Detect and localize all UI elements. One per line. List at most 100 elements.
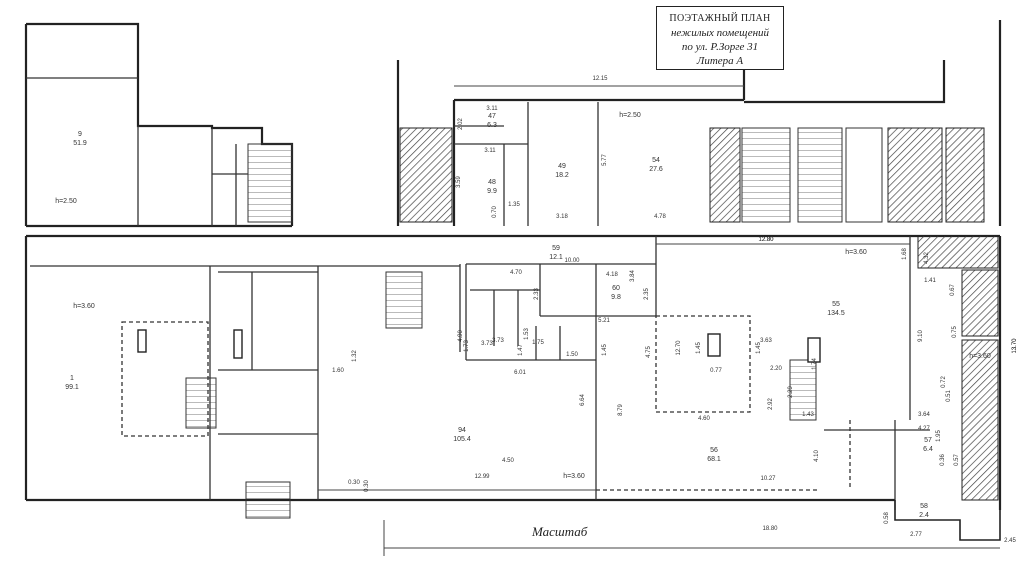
ceiling-height-label: h=3.60 [73, 303, 95, 310]
dimension-label: 2.33 [534, 288, 540, 300]
ceiling-height-label: h=3.60 [563, 473, 585, 480]
dimension-label: 0.57 [954, 454, 960, 466]
dimension-label: 2.77 [910, 532, 922, 538]
dimension-label: 1.95 [936, 430, 942, 442]
room-area: 99.1 [65, 384, 79, 391]
room-area: 6.4 [923, 446, 933, 453]
room-number: 1 [70, 375, 74, 382]
title-line-1: ПОЭТАЖНЫЙ ПЛАН [669, 13, 771, 24]
room-area: 6.3 [487, 122, 497, 129]
dimension-label: 5.21 [598, 318, 610, 324]
dimension-label: 1.74 [812, 358, 818, 370]
dimension-label: 4.18 [606, 272, 618, 278]
dimension-label: 10.00 [564, 258, 580, 264]
room-number: 9 [78, 131, 82, 138]
room-area: 18.2 [555, 172, 569, 179]
room-area: 9.8 [611, 294, 621, 301]
dimension-label: 1.32 [352, 350, 358, 362]
bottom-entrance [894, 500, 1001, 541]
room-number: 57 [924, 437, 932, 444]
dimension-label: 1.45 [602, 344, 608, 356]
dimension-label: 2.92 [768, 398, 774, 410]
room-number: 49 [558, 163, 566, 170]
dimension-label: 12.99 [474, 474, 490, 480]
title-line-4: Литера А [696, 55, 744, 67]
dimension-label: 4.78 [654, 214, 666, 220]
room-number: 59 [552, 245, 560, 252]
room-area: 51.9 [73, 140, 87, 147]
dimension-label: 6.64 [580, 394, 586, 406]
dimension-label: 2.45 [1004, 538, 1016, 544]
dimension-label: 4.10 [814, 450, 820, 462]
dimension-label: 4.50 [502, 458, 514, 464]
stairwells [185, 127, 883, 519]
dimension-label: 2.02 [458, 118, 464, 130]
dimension-label: 3.59 [456, 176, 462, 188]
dimension-label: 0.75 [952, 326, 958, 338]
ceiling-height-label: h=2.50 [619, 112, 641, 119]
dimension-label: 8.79 [618, 404, 624, 416]
dimension-label: 4.75 [646, 346, 652, 358]
dimension-label: 1.43 [802, 412, 814, 418]
dimension-label: 0.30 [364, 480, 370, 492]
dimension-label: 1.68 [902, 248, 908, 260]
dimension-label: 9.10 [918, 330, 924, 342]
room-number: 54 [652, 157, 660, 164]
room-number: 48 [488, 179, 496, 186]
dimension-label: 0.67 [950, 284, 956, 296]
dimension-label: 10.27 [760, 476, 776, 482]
dimension-label: 1.47 [518, 344, 524, 356]
dimension-label: 5.77 [602, 154, 608, 166]
columns [137, 329, 821, 363]
dimension-label: 18.80 [762, 526, 778, 532]
ceiling-height-label: h=3.60 [969, 353, 991, 360]
dimension-label: 3.63 [760, 338, 772, 344]
dimension-label: 1.60 [332, 368, 344, 374]
room-area: 134.5 [827, 310, 845, 317]
room-number: 56 [710, 447, 718, 454]
dimension-label: 0.70 [492, 206, 498, 218]
dimension-label: 1.45 [696, 342, 702, 354]
room-area: 68.1 [707, 456, 721, 463]
dimension-label: 2.29 [788, 386, 794, 398]
ceiling-height-label: h=3.60 [845, 249, 867, 256]
dimension-label: 12.80 [758, 237, 774, 243]
room-area: 2.4 [919, 512, 929, 519]
dimension-label: 3.64 [918, 412, 930, 418]
scale-label: Масштаб [532, 524, 588, 539]
title-line-3: по ул. Р.Зорге 31 [681, 41, 759, 53]
dimension-label: 6.01 [514, 370, 526, 376]
dimension-label: 12.70 [676, 340, 682, 356]
room-number: 60 [612, 285, 620, 292]
dimension-label: 12.80 [758, 237, 774, 243]
dimension-label: 0.36 [940, 454, 946, 466]
room-number: 94 [458, 427, 466, 434]
room-number: 47 [488, 113, 496, 120]
dimension-label: 3.11 [486, 106, 498, 112]
dimension-label: 1.73 [464, 340, 470, 352]
room-area: 105.4 [453, 436, 471, 443]
title-block: ПОЭТАЖНЫЙ ПЛАН нежилых помещений по ул. … [656, 6, 784, 70]
dimension-label: 4.70 [510, 270, 522, 276]
dimension-label: 3.73 [492, 338, 504, 344]
ceiling-height-label: h=2.50 [55, 198, 77, 205]
dimension-label: 1.50 [566, 352, 578, 358]
room-number: 58 [920, 503, 928, 510]
dimension-label: 13.70 [1012, 338, 1018, 354]
dimension-label: 2.20 [770, 366, 782, 372]
room-area: 27.6 [649, 166, 663, 173]
dimension-label: 12.15 [592, 76, 608, 82]
dimension-label: 0.58 [884, 512, 890, 524]
dimension-label: 13.70 [1012, 338, 1018, 354]
room-number: 55 [832, 301, 840, 308]
dimension-label: 4.32 [924, 252, 930, 264]
room-area: 9.9 [487, 188, 497, 195]
dimension-label: 4.27 [918, 426, 930, 432]
dimension-label: 0.51 [946, 390, 952, 402]
exterior-walls [24, 20, 1002, 510]
dimension-label: 1.53 [524, 328, 530, 340]
hatched-wall-blocks [399, 127, 999, 501]
dimension-label: 3.18 [556, 214, 568, 220]
